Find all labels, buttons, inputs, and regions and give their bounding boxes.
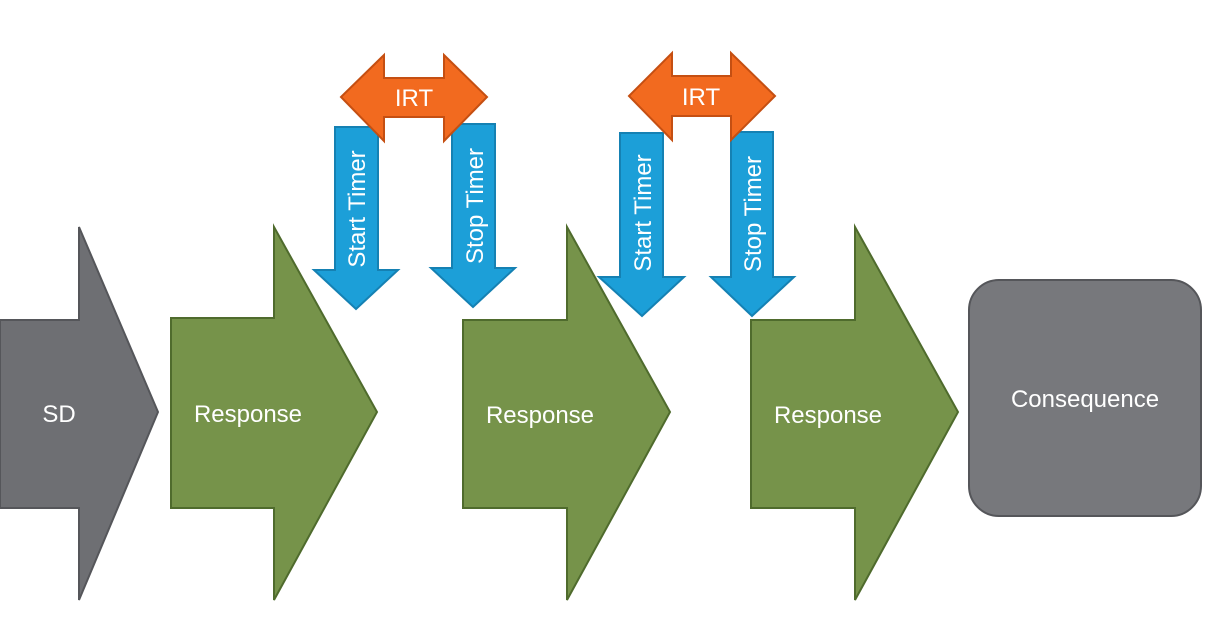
stop-timer-arrow-1-shape [428, 123, 518, 309]
response-arrow-1: Response [170, 223, 379, 601]
irt-arrow-1: IRT [339, 52, 489, 144]
consequence-box: Consequence [968, 279, 1202, 517]
response-arrow-2: Response [462, 223, 672, 601]
response-label-3: Response [774, 402, 882, 429]
stop-timer-arrow-2-shape [708, 131, 797, 318]
sd-arrow: SD [0, 226, 160, 601]
response-arrow-2-shape [462, 223, 672, 601]
sd-arrow-shape [0, 226, 160, 601]
start-timer-arrow-1: Start Timer [311, 126, 401, 311]
sd-label: SD [42, 401, 75, 428]
response-label-1: Response [194, 401, 302, 428]
stop-timer-label-1: Stop Timer [462, 148, 489, 264]
consequence-box-shape [968, 279, 1202, 517]
stop-timer-label-2: Stop Timer [740, 156, 767, 272]
stop-timer-arrow-2: Stop Timer [708, 131, 797, 318]
response-arrow-3: Response [750, 223, 960, 601]
stop-timer-arrow-1: Stop Timer [428, 123, 518, 309]
response-arrow-1-shape [170, 223, 379, 601]
start-timer-arrow-2-shape [596, 132, 687, 318]
start-timer-label-1: Start Timer [344, 150, 371, 267]
consequence-label: Consequence [1011, 386, 1159, 413]
irt-label-2: IRT [682, 84, 721, 111]
start-timer-arrow-1-shape [311, 126, 401, 311]
irt-arrow-2-shape [627, 50, 777, 143]
start-timer-arrow-2: Start Timer [596, 132, 687, 318]
irt-arrow-1-shape [339, 52, 489, 144]
response-arrow-3-shape [750, 223, 960, 601]
irt-arrow-2: IRT [627, 50, 777, 143]
start-timer-label-2: Start Timer [630, 154, 657, 271]
irt-label-1: IRT [395, 85, 434, 112]
response-label-2: Response [486, 402, 594, 429]
